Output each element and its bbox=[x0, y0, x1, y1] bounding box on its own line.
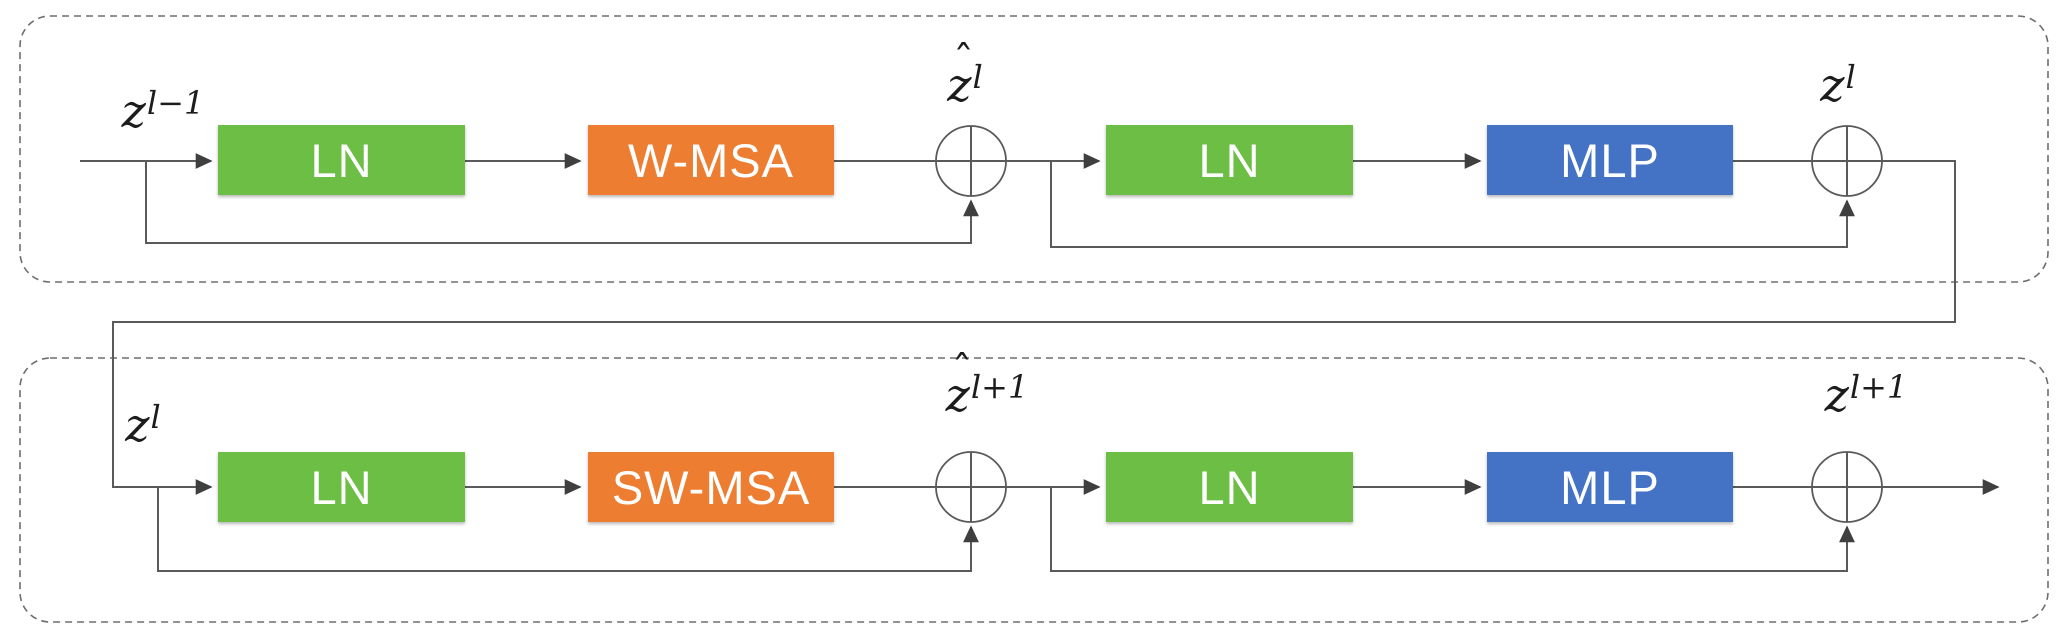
ln-block-2: LN bbox=[1106, 125, 1353, 195]
sum-node-zhat-l bbox=[935, 125, 1007, 197]
sum-node-z-l1 bbox=[1811, 451, 1883, 523]
label-z-l-plus-1: zl+1 bbox=[1791, 371, 1941, 418]
label-superscript: l bbox=[972, 57, 983, 96]
skip-connection-2a bbox=[157, 487, 979, 572]
label-z-l-minus-1: zl−1 bbox=[98, 87, 228, 134]
ln-block-2-label: LN bbox=[1198, 133, 1261, 187]
mlp-block-1: MLP bbox=[1487, 125, 1733, 195]
sum-node-zhat-l1 bbox=[935, 451, 1007, 523]
block-outline-top bbox=[19, 15, 2049, 283]
swmsa-block-label: SW-MSA bbox=[611, 460, 811, 514]
label-base: z bbox=[1824, 368, 1849, 422]
block-outline-bottom bbox=[19, 357, 2049, 623]
label-z-l-bottom: zl bbox=[78, 401, 208, 448]
hat-accent: ˆ bbox=[953, 37, 974, 86]
skip-connection-2b bbox=[1050, 487, 1855, 572]
label-superscript: l+1 bbox=[970, 367, 1029, 406]
mlp-block-2: MLP bbox=[1487, 452, 1733, 522]
label-superscript: l bbox=[150, 397, 161, 436]
label-base: z bbox=[947, 58, 972, 112]
label-base: z bbox=[945, 368, 970, 422]
swmsa-block: SW-MSA bbox=[588, 452, 834, 522]
label-superscript: l−1 bbox=[146, 83, 205, 122]
sum-node-z-l bbox=[1811, 125, 1883, 197]
ln-block-1-label: LN bbox=[310, 133, 373, 187]
wmsa-block: W-MSA bbox=[588, 125, 834, 195]
mlp-block-1-label: MLP bbox=[1560, 133, 1660, 187]
label-superscript: l bbox=[1845, 57, 1856, 96]
label-base: z bbox=[1820, 58, 1845, 112]
ln-block-3-label: LN bbox=[310, 460, 373, 514]
mlp-block-2-label: MLP bbox=[1560, 460, 1660, 514]
label-superscript: l+1 bbox=[1849, 367, 1908, 406]
ln-block-3: LN bbox=[218, 452, 465, 522]
ln-block-4-label: LN bbox=[1198, 460, 1261, 514]
ln-block-1: LN bbox=[218, 125, 465, 195]
label-z-l-top: zl bbox=[1773, 61, 1903, 108]
skip-connection-1a bbox=[145, 161, 979, 244]
route-mlp-to-block2 bbox=[112, 160, 1956, 495]
hat-accent: ˆ bbox=[951, 347, 973, 396]
skip-connection-1b bbox=[1050, 161, 1855, 248]
wmsa-block-label: W-MSA bbox=[627, 133, 794, 187]
label-base: z bbox=[121, 84, 146, 138]
ln-block-4: LN bbox=[1106, 452, 1353, 522]
label-base: z bbox=[125, 398, 150, 452]
